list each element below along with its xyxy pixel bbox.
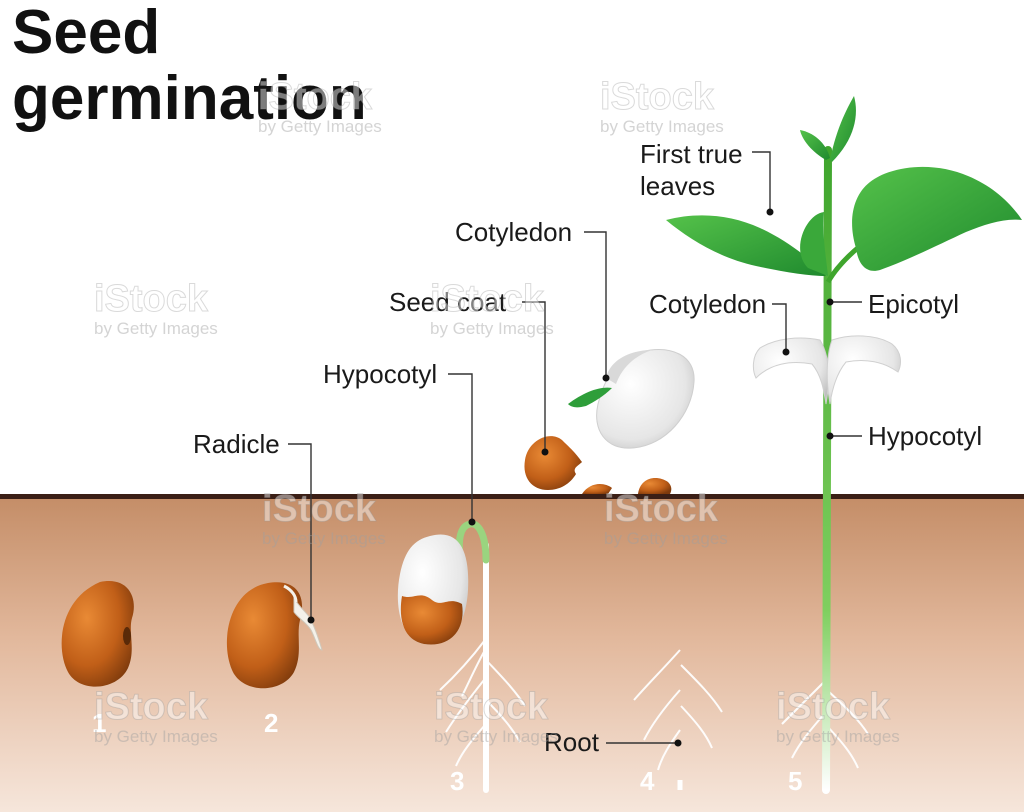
label-first-true-leaves: First true leaves <box>640 138 743 202</box>
stage-number-1: 1 <box>92 708 106 739</box>
label-hypocotyl-stage3: Hypocotyl <box>323 360 437 388</box>
ground-line <box>0 494 1024 499</box>
label-cotyledon-stage4: Cotyledon <box>455 218 572 246</box>
diagram-title: Seed germination <box>12 0 367 132</box>
title-line-2: germination <box>12 64 367 133</box>
label-seed-coat: Seed coat <box>389 288 506 316</box>
label-first-true-leaves-line2: leaves <box>640 171 715 201</box>
stage-number-5: 5 <box>788 766 802 797</box>
label-first-true-leaves-line1: First true <box>640 139 743 169</box>
stage-number-2: 2 <box>264 708 278 739</box>
label-cotyledon-stage5: Cotyledon <box>649 290 766 318</box>
stage-number-4: 4 <box>640 766 654 797</box>
label-radicle: Radicle <box>193 430 280 458</box>
soil <box>0 496 1024 812</box>
stage-number-3: 3 <box>450 766 464 797</box>
label-root: Root <box>544 728 599 756</box>
label-epicotyl: Epicotyl <box>868 290 959 318</box>
title-line-1: Seed <box>12 0 160 67</box>
label-hypocotyl-stage5: Hypocotyl <box>868 422 982 450</box>
